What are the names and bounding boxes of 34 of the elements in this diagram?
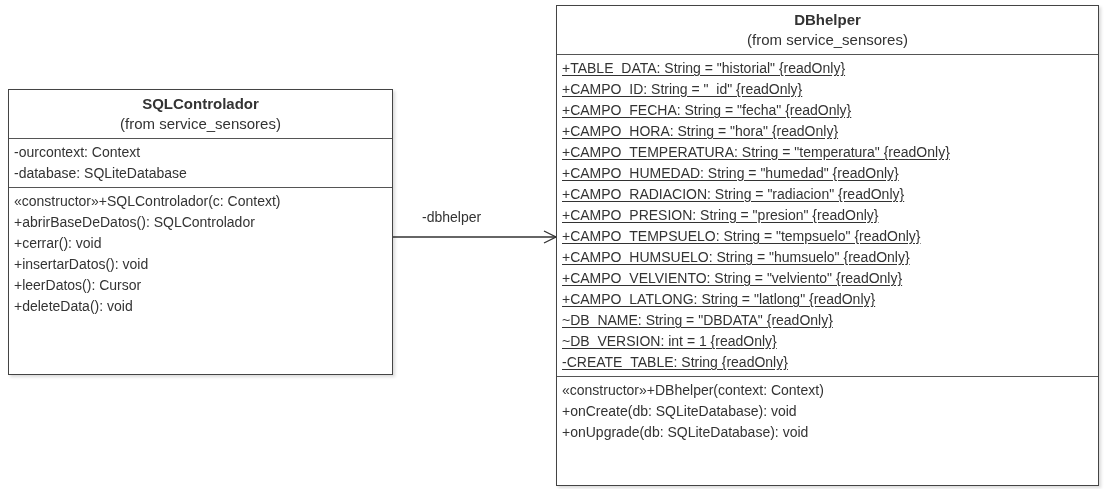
attribute-text: ~DB_VERSION: int = 1 {readOnly} xyxy=(562,332,777,351)
class-name: DBhelper xyxy=(794,10,861,30)
class-box xyxy=(8,89,393,375)
operation-text: +onCreate(db: SQLiteDatabase): void xyxy=(562,402,797,421)
operation-text: +insertarDatos(): void xyxy=(14,255,149,274)
attribute-text: +CAMPO_PRESION: String = "presion" {readOnly} xyxy=(562,206,879,225)
attribute-text: +CAMPO_RADIACION: String = "radiacion" {readOnly} xyxy=(562,185,905,204)
attribute-text: +CAMPO_ID: String = "_id" {readOnly} xyxy=(562,80,803,99)
package-note: (from service_sensores) xyxy=(120,114,281,134)
attribute-text: +CAMPO_TEMPSUELO: String = "tempsuelo" {readOnly} xyxy=(562,227,921,246)
package-note: (from service_sensores) xyxy=(747,30,908,50)
operation-text: «constructor»+SQLControlador(c: Context) xyxy=(14,192,281,211)
attribute-text: +CAMPO_LATLONG: String = "latlong" {readOnly} xyxy=(562,290,876,309)
operation-text: «constructor»+DBhelper(context: Context) xyxy=(562,381,824,400)
attribute-text: -ourcontext: Context xyxy=(14,143,141,162)
class-box xyxy=(556,5,1099,486)
attribute-text: +CAMPO_HORA: String = "hora" {readOnly} xyxy=(562,122,839,141)
attribute-text: ~DB_NAME: String = "DBDATA" {readOnly} xyxy=(562,311,833,330)
attribute-text: +CAMPO_VELVIENTO: String = "velviento" {readOnly} xyxy=(562,269,903,288)
attribute-text: +CAMPO_TEMPERATURA: String = "temperatura" {readOnly} xyxy=(562,143,950,162)
attribute-text: +CAMPO_HUMSUELO: String = "humsuelo" {readOnly} xyxy=(562,248,910,267)
attribute-text: +CAMPO_FECHA: String = "fecha" {readOnly} xyxy=(562,101,852,120)
operation-text: +cerrar(): void xyxy=(14,234,102,253)
operation-text: +deleteData(): void xyxy=(14,297,133,316)
attribute-text: -database: SQLiteDatabase xyxy=(14,164,187,183)
association-arrow xyxy=(392,230,557,244)
operation-text: +abrirBaseDeDatos(): SQLControlador xyxy=(14,213,255,232)
operation-text: +onUpgrade(db: SQLiteDatabase): void xyxy=(562,423,809,442)
attribute-text: -CREATE_TABLE: String {readOnly} xyxy=(562,353,788,372)
attribute-text: +TABLE_DATA: String = "historial" {readOnly} xyxy=(562,59,846,78)
attribute-text: +CAMPO_HUMEDAD: String = "humedad" {readOnly} xyxy=(562,164,899,183)
edge-label: -dbhelper xyxy=(421,208,483,226)
operation-text: +leerDatos(): Cursor xyxy=(14,276,142,295)
class-name: SQLControlador xyxy=(142,94,259,114)
